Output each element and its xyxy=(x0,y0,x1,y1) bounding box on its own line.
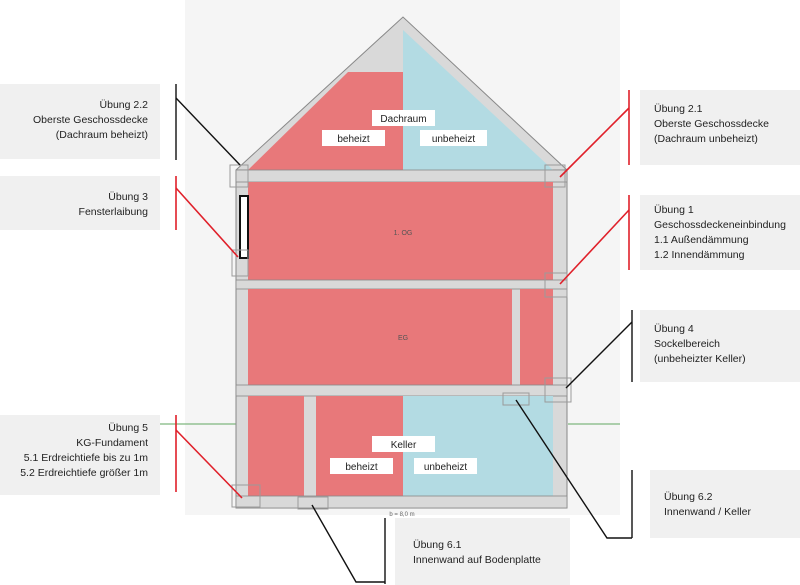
og-label: 1. OG xyxy=(394,230,413,237)
dachraum-unheated-label: unbeheizt xyxy=(432,134,476,145)
dachraum-roof-bridge xyxy=(348,60,403,72)
callout-2-1-line xyxy=(559,107,630,178)
detail-marker-5 xyxy=(231,484,261,508)
keller-unheated-label: unbeheizt xyxy=(424,462,468,473)
keller-label-bg xyxy=(372,436,435,452)
slab-eg-kg xyxy=(235,384,568,397)
detail-marker-6-2 xyxy=(502,392,530,406)
exercise-box-1: Übung 1 Geschossdeckeneinbindung 1.1 Auß… xyxy=(640,195,800,270)
keller-heated-label: beheizt xyxy=(345,462,377,473)
slab-attic xyxy=(235,169,568,183)
keller-left-room xyxy=(248,396,304,496)
keller-unheated-label-bg xyxy=(414,458,477,474)
exercise-5-line1: KG-Fundament xyxy=(76,437,148,449)
exercise-6-1-line1: Innenwand auf Bodenplatte xyxy=(413,554,541,566)
exercise-4-line1: Sockelbereich xyxy=(654,338,720,350)
dachraum-label-bg xyxy=(372,110,435,126)
callout-1-line xyxy=(559,209,630,285)
exercise-4-line2: (unbeheizter Keller) xyxy=(654,353,746,365)
exercise-2-2-line1: Oberste Geschossdecke xyxy=(33,114,148,126)
exercise-box-4: Übung 4 Sockelbereich (unbeheizter Kelle… xyxy=(640,310,800,382)
callout-6-2-line xyxy=(515,399,632,539)
callout-6-1-line xyxy=(311,504,385,583)
detail-markers xyxy=(229,164,572,510)
exercise-5-title: Übung 5 xyxy=(108,422,148,434)
exercise-box-6-2: Übung 6.2 Innenwand / Keller xyxy=(650,470,800,538)
detail-marker-4 xyxy=(544,377,572,403)
exercise-2-1-title: Übung 2.1 xyxy=(654,103,703,115)
exercise-2-1-line2: (Dachraum unbeheizt) xyxy=(654,133,758,145)
exercise-4-title: Übung 4 xyxy=(654,323,694,335)
exercise-6-1-title: Übung 6.1 xyxy=(413,539,462,551)
detail-marker-3 xyxy=(231,249,249,277)
floor-og xyxy=(248,182,553,280)
detail-marker-6-1 xyxy=(297,496,329,510)
callout-5-line xyxy=(175,429,243,499)
detail-marker-1 xyxy=(544,272,568,298)
dimension-label: b = 8,0 m xyxy=(389,512,414,518)
exercise-6-2-title: Übung 6.2 xyxy=(664,491,713,503)
eg-label: EG xyxy=(398,335,408,342)
exercise-box-6-1: Übung 6.1 Innenwand auf Bodenplatte xyxy=(395,518,570,585)
detail-marker-2-2 xyxy=(229,164,249,188)
exercise-box-5: Übung 5 KG-Fundament 5.1 Erdreichtiefe b… xyxy=(0,415,160,495)
callout-4-line xyxy=(565,321,633,389)
dachraum-heated-label: beheizt xyxy=(337,134,369,145)
exercise-box-2-2: Übung 2.2 Oberste Geschossdecke (Dachrau… xyxy=(0,84,160,159)
exercise-3-title: Übung 3 xyxy=(108,191,148,203)
exercise-1-line2: 1.1 Außendämmung xyxy=(654,234,749,246)
dachraum-heated-label-bg xyxy=(322,130,385,146)
basement-slab xyxy=(235,495,568,509)
detail-marker-2-1 xyxy=(544,164,566,188)
dachraum-unheated-label-bg xyxy=(420,130,487,146)
dachraum-label: Dachraum xyxy=(380,114,426,125)
callout-2-2-line xyxy=(175,97,241,166)
exercise-box-2-1: Übung 2.1 Oberste Geschossdecke (Dachrau… xyxy=(640,90,800,165)
exercise-1-line3: 1.2 Innendämmung xyxy=(654,249,745,261)
window-left xyxy=(239,195,249,259)
exercise-2-2-title: Übung 2.2 xyxy=(99,99,148,111)
exercise-3-line1: Fensterlaibung xyxy=(78,206,148,218)
exercise-2-2-line2: (Dachraum beheizt) xyxy=(55,129,148,141)
slab-og-eg xyxy=(235,279,568,290)
callout-3-line xyxy=(175,187,239,258)
floor-eg-small xyxy=(520,289,553,385)
exercise-6-2-line1: Innenwand / Keller xyxy=(664,506,751,518)
keller-label: Keller xyxy=(391,440,417,451)
exercise-1-line1: Geschossdeckeneinbindung xyxy=(654,219,786,231)
exercise-5-line3: 5.2 Erdreichtiefe größer 1m xyxy=(20,467,148,479)
exercise-box-3: Übung 3 Fensterlaibung xyxy=(0,176,160,230)
exercise-2-1-line1: Oberste Geschossdecke xyxy=(654,118,769,130)
floor-eg xyxy=(248,289,512,385)
exercise-5-line2: 5.1 Erdreichtiefe bis zu 1m xyxy=(23,452,148,464)
exercise-1-title: Übung 1 xyxy=(654,204,694,216)
keller-heated-label-bg xyxy=(330,458,393,474)
